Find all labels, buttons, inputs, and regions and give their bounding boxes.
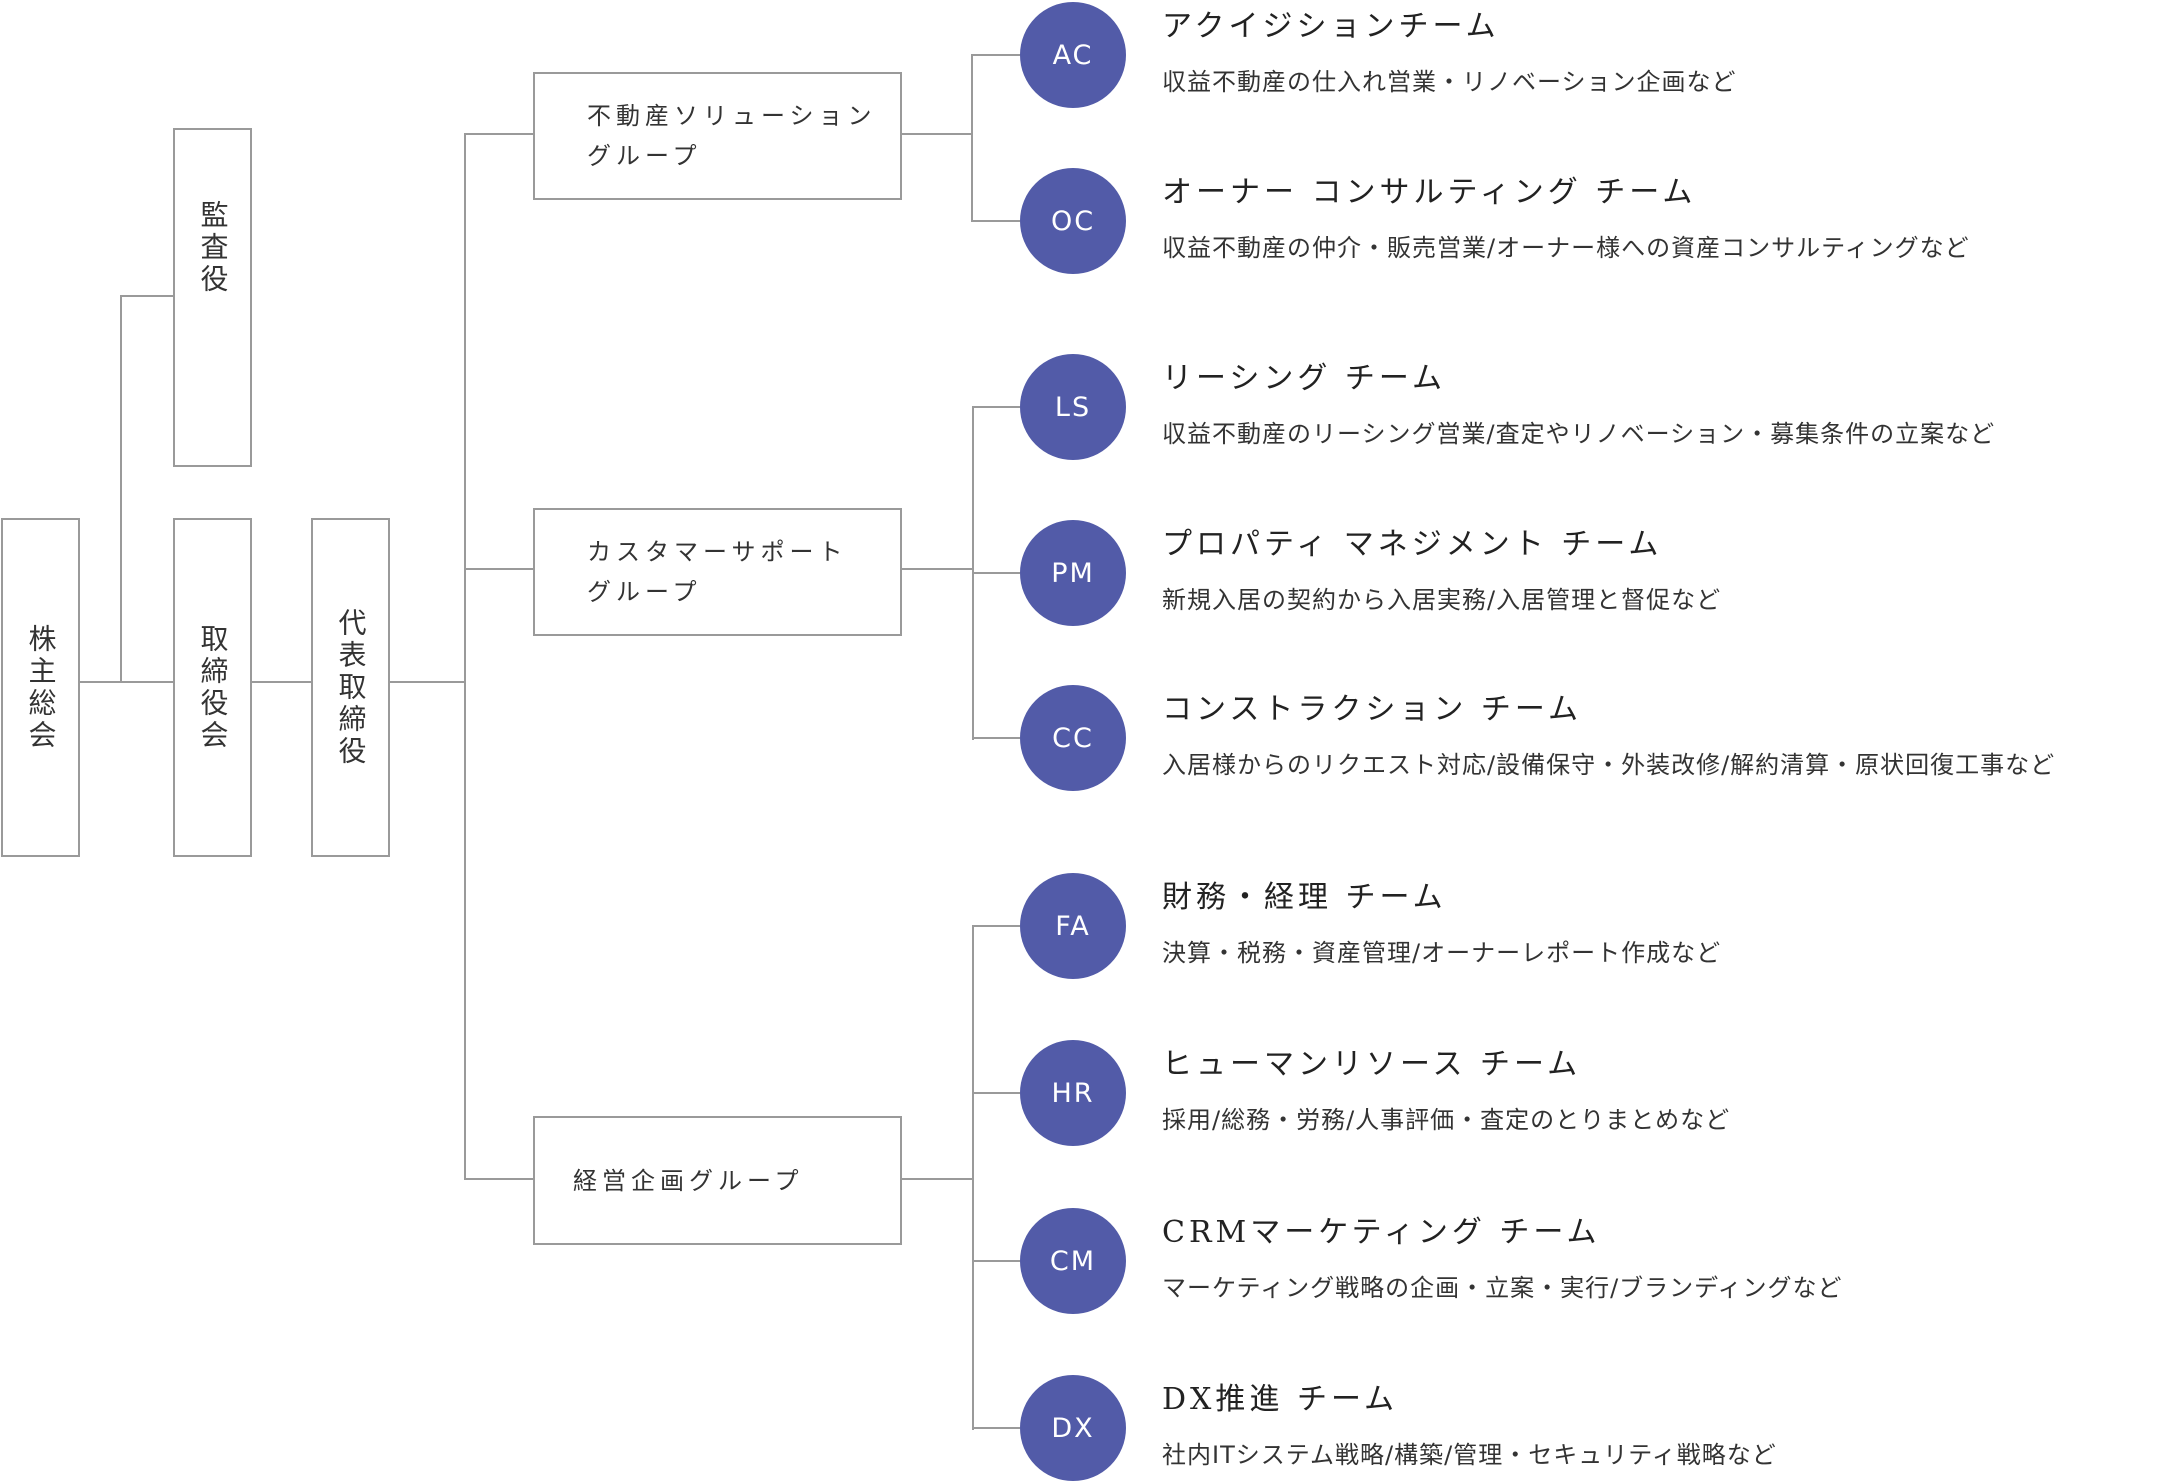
board-label: 取締役会 bbox=[196, 623, 230, 752]
team-badge-ls: LS bbox=[1020, 354, 1126, 460]
team-description: 収益不動産の仲介・販売営業/オーナー様への資産コンサルティングなど bbox=[1162, 234, 1970, 262]
team-badge-hr: HR bbox=[1020, 1040, 1126, 1146]
team-title: DX推進 チーム bbox=[1162, 1382, 1399, 1417]
connector-team-hr bbox=[972, 1092, 1020, 1094]
team-badge-cc: CC bbox=[1020, 685, 1126, 791]
ceo-label: 代表取締役 bbox=[334, 607, 368, 768]
team-description: 収益不動産の仕入れ営業・リノベーション企画など bbox=[1162, 68, 1737, 96]
connector-team-cm bbox=[972, 1260, 1020, 1262]
branch-group-3 bbox=[972, 926, 974, 1430]
group-label: 経営企画グループ bbox=[573, 1166, 804, 1195]
connector-board-ceo bbox=[252, 681, 311, 683]
team-badge-cm: CM bbox=[1020, 1208, 1126, 1314]
team-description: 入居様からのリクエスト対応/設備保守・外装改修/解約清算・原状回復工事など bbox=[1162, 751, 2056, 779]
group-box-customer-support: カスタマーサポート グループ bbox=[533, 508, 902, 636]
connector-group-1-branch bbox=[902, 133, 973, 135]
team-title: プロパティ マネジメント チーム bbox=[1162, 527, 1663, 562]
team-description: 社内ITシステム戦略/構築/管理・セキュリティ戦略など bbox=[1162, 1441, 1777, 1469]
shareholders-meeting-box: 株主総会 bbox=[1, 518, 80, 857]
connector-group-3 bbox=[464, 1178, 533, 1180]
team-title: アクイジションチーム bbox=[1162, 9, 1500, 44]
team-badge-dx: DX bbox=[1020, 1375, 1126, 1481]
group-label: 不動産ソリューション グループ bbox=[587, 102, 877, 170]
connector-ceo-trunk bbox=[390, 681, 466, 683]
team-description: マーケティング戦略の企画・立案・実行/ブランディングなど bbox=[1162, 1274, 1843, 1302]
team-badge-ac: AC bbox=[1020, 2, 1126, 108]
connector-team-fa bbox=[972, 925, 1020, 927]
connector-shareholders-board bbox=[80, 681, 173, 683]
team-title: CRMマーケティング チーム bbox=[1162, 1215, 1601, 1250]
team-title: リーシング チーム bbox=[1162, 361, 1447, 396]
team-title: オーナー コンサルティング チーム bbox=[1162, 175, 1697, 210]
group-label: カスタマーサポート グループ bbox=[587, 538, 848, 606]
connector-team-cc bbox=[972, 737, 1020, 739]
connector-group-3-branch bbox=[902, 1178, 973, 1180]
team-description: 採用/総務・労務/人事評価・査定のとりまとめなど bbox=[1162, 1106, 1731, 1134]
connector-auditor-vertical bbox=[120, 295, 122, 683]
team-description: 収益不動産のリーシング営業/査定やリノベーション・募集条件の立案など bbox=[1162, 420, 1996, 448]
connector-auditor bbox=[120, 295, 173, 297]
group-box-corporate-planning: 経営企画グループ bbox=[533, 1116, 902, 1245]
connector-group-2-branch bbox=[902, 568, 973, 570]
team-title: ヒューマンリソース チーム bbox=[1162, 1047, 1582, 1082]
team-badge-fa: FA bbox=[1020, 873, 1126, 979]
ceo-box: 代表取締役 bbox=[311, 518, 390, 857]
auditor-label: 監査役 bbox=[196, 199, 230, 296]
connector-team-oc bbox=[972, 220, 1020, 222]
shareholders-meeting-label: 株主総会 bbox=[24, 623, 58, 752]
team-description: 新規入居の契約から入居実務/入居管理と督促など bbox=[1162, 586, 1722, 614]
connector-team-pm bbox=[972, 572, 1020, 574]
group-box-real-estate-solution: 不動産ソリューション グループ bbox=[533, 72, 902, 200]
connector-team-ac bbox=[971, 54, 1020, 56]
team-badge-oc: OC bbox=[1020, 168, 1126, 274]
team-description: 決算・税務・資産管理/オーナーレポート作成など bbox=[1162, 939, 1722, 967]
team-title: 財務・経理 チーム bbox=[1162, 880, 1447, 915]
connector-team-ls bbox=[972, 406, 1020, 408]
auditor-box: 監査役 bbox=[173, 128, 252, 467]
connector-group-1 bbox=[464, 133, 533, 135]
branch-group-1 bbox=[971, 54, 973, 222]
board-box: 取締役会 bbox=[173, 518, 252, 857]
connector-group-2 bbox=[464, 568, 533, 570]
team-badge-pm: PM bbox=[1020, 520, 1126, 626]
connector-team-dx bbox=[972, 1427, 1020, 1429]
team-title: コンストラクション チーム bbox=[1162, 692, 1583, 727]
group-trunk bbox=[464, 133, 466, 1180]
